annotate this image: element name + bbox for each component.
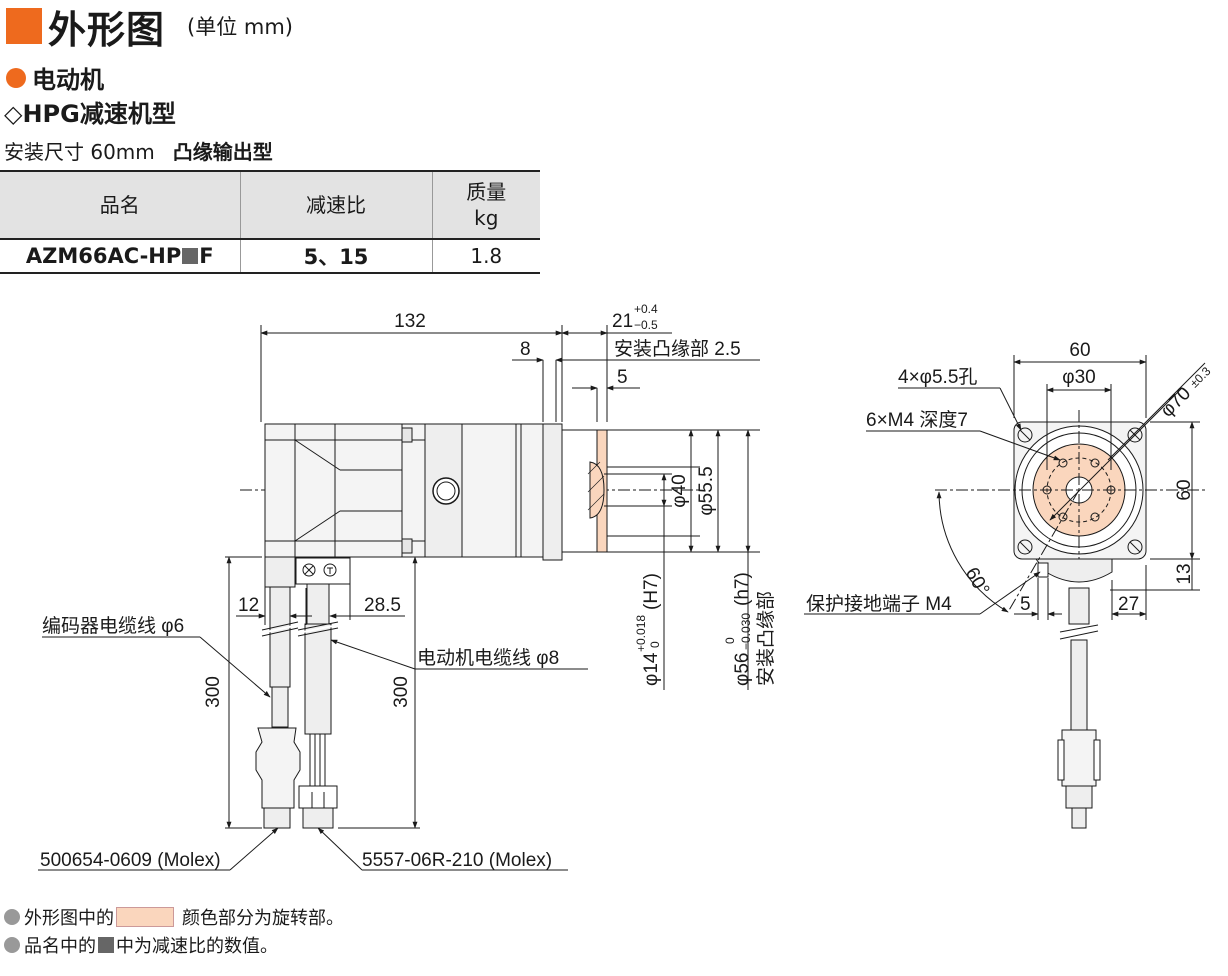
phi56-label: φ56 xyxy=(732,653,753,686)
phi40-label: φ40 xyxy=(669,474,690,507)
motor-cable-label: 电动机电缆线 φ8 xyxy=(417,647,559,669)
motor-connector-label: 5557-06R-210 (Molex) xyxy=(362,850,552,871)
section-heading: 电动机 xyxy=(6,60,104,95)
front-dim-60-top: 60 xyxy=(1069,340,1090,361)
page-title: 外形图 (单位 mm) xyxy=(6,4,293,52)
cell-mass: 1.8 xyxy=(431,239,540,274)
ground-terminal-label: 保护接地端子 M4 xyxy=(806,593,952,615)
dim-21: 21 xyxy=(612,311,633,332)
encoder-cable-label: 编码器电缆线 φ6 xyxy=(42,615,184,637)
phi56-tol-up: 0 xyxy=(723,637,737,644)
dim-300-left: 300 xyxy=(203,676,224,708)
dim-300-right: 300 xyxy=(391,676,412,708)
phi14-tol-up: +0.018 xyxy=(634,615,648,652)
ratio-placeholder-icon xyxy=(182,248,199,264)
col-header-ratio: 减速比 xyxy=(239,170,432,240)
col-header-name: 品名 xyxy=(0,170,240,240)
phi14-tol-dn: 0 xyxy=(648,641,662,648)
front-phi30: φ30 xyxy=(1062,367,1095,388)
dim-8: 8 xyxy=(520,339,531,360)
phi14-fit: (H7) xyxy=(641,573,662,610)
note-ratio: 品名中的 中为减速比的数值。 xyxy=(4,932,278,958)
phi14-label: φ14 xyxy=(641,652,662,686)
type-heading: ◇HPG减速机型 xyxy=(4,100,176,128)
unit-note: (单位 mm) xyxy=(187,15,293,39)
front-phi70-tol: ±0.3 xyxy=(1187,364,1214,391)
gray-dot-icon xyxy=(4,937,20,953)
front-dim-27: 27 xyxy=(1118,594,1139,615)
gray-dot-icon xyxy=(4,909,20,925)
phi56-fit: (h7) xyxy=(732,572,753,606)
angle-60-label: 60° xyxy=(961,564,994,599)
phi56-tol-dn: −0.030 xyxy=(739,613,753,650)
rotating-color-swatch xyxy=(116,907,174,927)
dim-285: 28.5 xyxy=(364,595,401,616)
dim-5: 5 xyxy=(617,367,628,388)
flange-vert-label: 安装凸缘部 xyxy=(755,591,777,686)
front-dim-60-right: 60 xyxy=(1174,479,1195,500)
title-square-icon xyxy=(6,8,42,44)
front-dim-5: 5 xyxy=(1020,594,1031,615)
phi555-label: φ55.5 xyxy=(696,466,717,515)
flange-label: 安装凸缘部 2.5 xyxy=(614,338,741,360)
front-phi70: φ70 xyxy=(1157,383,1196,422)
ratio-square-icon xyxy=(98,937,114,953)
cell-ratio: 5、15 xyxy=(239,239,432,274)
dim-21-tol-dn: −0.5 xyxy=(634,318,658,332)
dim-12: 12 xyxy=(238,595,259,616)
six-holes-label: 6×M4 深度7 xyxy=(866,409,968,431)
dim-21-tol-up: +0.4 xyxy=(634,302,658,316)
front-dim-13: 13 xyxy=(1174,563,1195,584)
dim-132: 132 xyxy=(394,311,426,332)
title-text: 外形图 xyxy=(48,7,166,52)
note-rotating: 外形图中的 颜色部分为旋转部。 xyxy=(4,904,344,930)
encoder-connector-label: 500654-0609 (Molex) xyxy=(40,850,221,871)
orange-dot-icon xyxy=(6,67,26,88)
four-holes-label: 4×φ5.5孔 xyxy=(898,366,977,388)
